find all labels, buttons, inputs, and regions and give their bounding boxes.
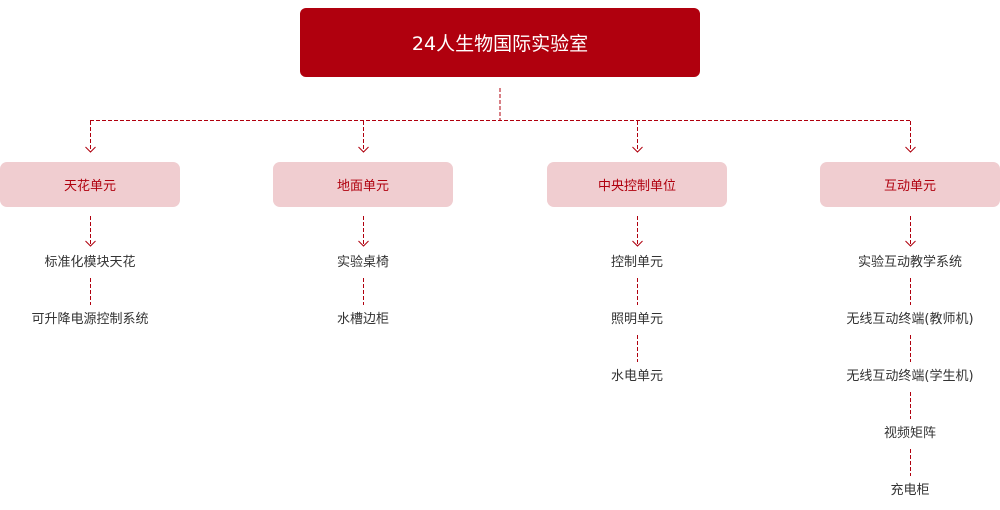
root-node: 24人生物国际实验室 xyxy=(300,8,700,77)
arrow-down-icon xyxy=(632,146,643,153)
arrow-down-icon xyxy=(358,146,369,153)
list-item: 水电单元 xyxy=(610,369,663,384)
unit-box: 互动单元 xyxy=(820,162,1000,207)
list-item: 无线互动终端(学生机) xyxy=(846,369,974,384)
unit-label: 中央控制单位 xyxy=(597,179,676,194)
arrow-down-icon xyxy=(85,240,96,247)
unit-box: 中央控制单位 xyxy=(547,162,727,207)
unit-label: 地面单元 xyxy=(336,179,389,194)
arrow-down-icon xyxy=(905,240,916,247)
list-item: 可升降电源控制系统 xyxy=(31,312,149,327)
arrow-down-icon xyxy=(358,240,369,247)
list-item: 实验互动教学系统 xyxy=(857,255,962,270)
unit-label: 互动单元 xyxy=(883,179,936,194)
root-label: 24人生物国际实验室 xyxy=(411,33,589,55)
list-item: 控制单元 xyxy=(610,255,663,270)
arrow-down-icon xyxy=(632,240,643,247)
arrow-down-icon xyxy=(905,146,916,153)
list-item: 水槽边柜 xyxy=(336,312,389,327)
unit-label: 天花单元 xyxy=(63,179,116,194)
arrow-down-icon xyxy=(85,146,96,153)
list-item: 无线互动终端(教师机) xyxy=(846,312,974,327)
list-item: 视频矩阵 xyxy=(883,426,936,441)
unit-box: 地面单元 xyxy=(273,162,453,207)
list-item: 标准化模块天花 xyxy=(44,255,136,270)
list-item: 充电柜 xyxy=(890,483,930,498)
list-item: 实验桌椅 xyxy=(336,255,389,270)
list-item: 照明单元 xyxy=(610,312,663,327)
unit-box: 天花单元 xyxy=(0,162,180,207)
